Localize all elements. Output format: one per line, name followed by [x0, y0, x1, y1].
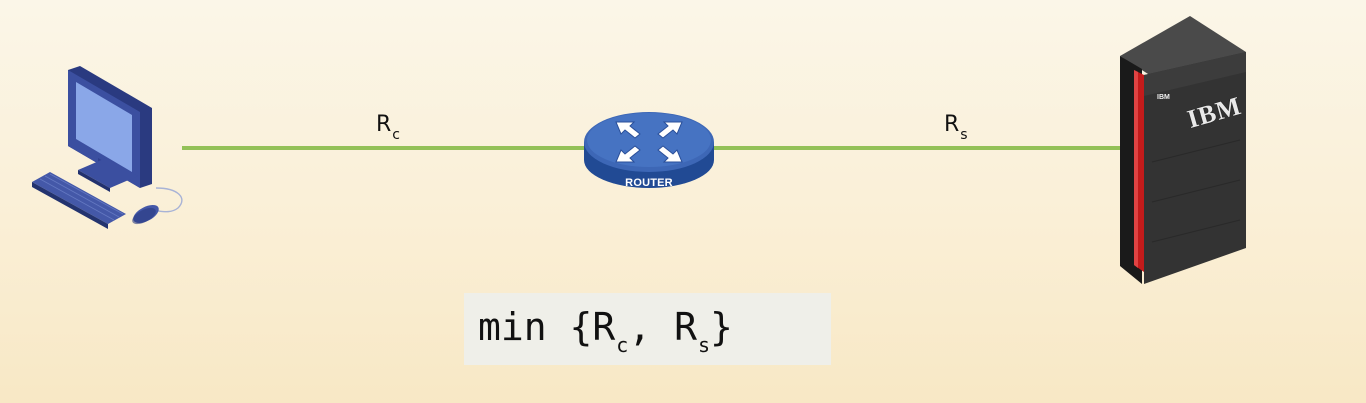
formula-text: min {Rc, Rs}	[478, 305, 733, 355]
mainframe-server-icon: IBM IBM	[1112, 12, 1252, 288]
server-rate-sub: s	[960, 127, 968, 143]
server-badge: IBM	[1157, 94, 1170, 101]
desktop-computer-icon	[28, 66, 198, 231]
formula-term1-sub: c	[616, 333, 629, 357]
formula-separator: ,	[628, 305, 675, 349]
router-server-link	[712, 146, 1122, 150]
router-label: ROUTER	[625, 177, 673, 189]
client-router-link	[182, 146, 590, 150]
router-icon: ROUTER	[582, 104, 716, 196]
client-rate-sub: c	[392, 127, 400, 143]
formula-term2-sub: s	[697, 333, 711, 357]
client-rate-main: R	[376, 112, 392, 137]
formula-box: min {Rc, Rs}	[464, 293, 831, 365]
formula-term2-main: R	[674, 305, 697, 349]
client-rate-label: Rc	[376, 112, 400, 143]
formula-suffix: }	[710, 305, 733, 349]
server-rate-main: R	[944, 112, 960, 137]
formula-prefix: min {	[478, 305, 593, 349]
server-rate-label: Rs	[944, 112, 968, 143]
formula-term1-main: R	[592, 305, 616, 349]
